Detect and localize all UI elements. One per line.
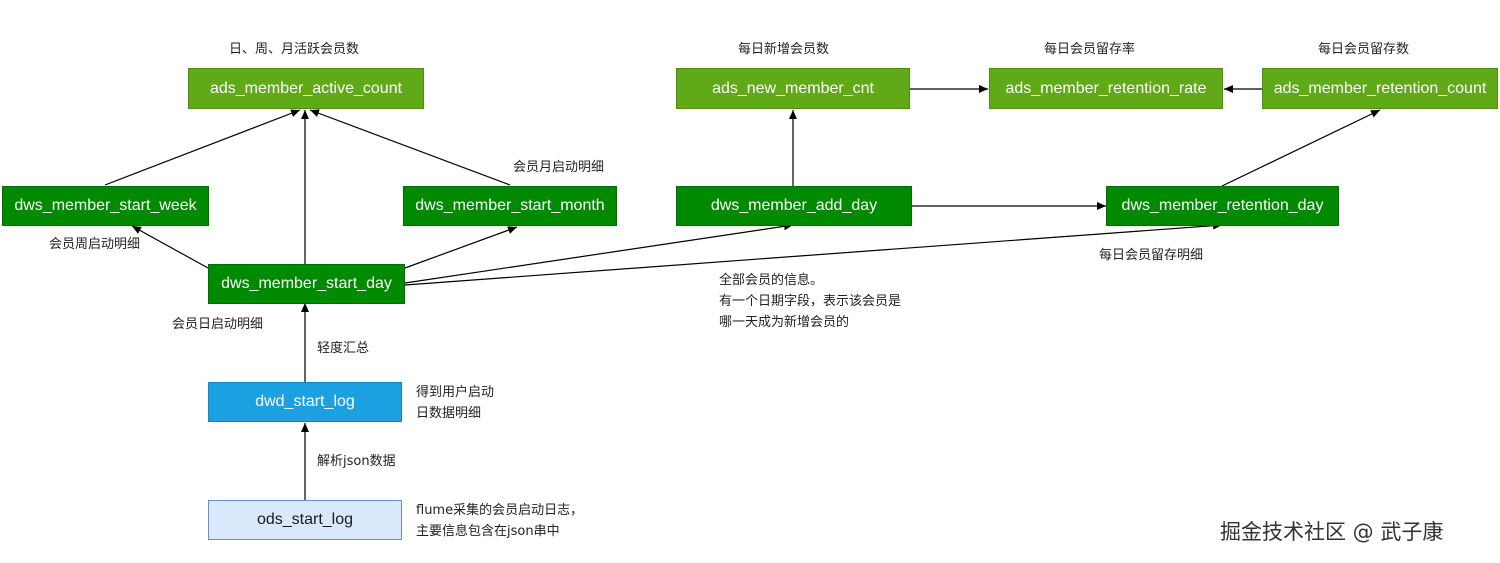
label-dwd-desc-line-1: 得到用户启动: [416, 385, 495, 400]
label-add-day-desc-line-3: 哪一天成为新增会员的: [719, 315, 850, 330]
edge-retention-day-to-retention-count: [1221, 109, 1381, 187]
edge-start-day-to-retention-day: [404, 221, 1223, 286]
node-dws-member-retention-day: dws_member_retention_day: [1106, 186, 1339, 226]
label-retention-rate-title: 每日会员留存率: [1044, 42, 1136, 57]
label-ods-desc-line-2: 主要信息包含在json串中: [416, 524, 560, 539]
edge-start-day-to-week: [131, 225, 209, 269]
edge-week-to-active-count: [104, 109, 301, 186]
node-ods-start-log: ods_start_log: [208, 500, 402, 540]
node-dws-member-start-day: dws_member_start_day: [208, 264, 405, 304]
node-dws-member-add-day: dws_member_add_day: [676, 186, 912, 226]
label-light-aggregation: 轻度汇总: [317, 341, 370, 356]
edge-start-day-to-month: [404, 226, 518, 269]
watermark: 掘金技术社区 @ 武子康: [1220, 520, 1444, 544]
node-ads-member-active-count: ads_member_active_count: [188, 68, 424, 109]
node-ads-new-member-cnt: ads_new_member_cnt: [676, 68, 910, 109]
label-month-desc: 会员月启动明细: [513, 160, 605, 175]
label-new-member-title: 每日新增会员数: [738, 42, 830, 57]
label-active-count-title: 日、周、月活跃会员数: [229, 42, 360, 57]
label-week-desc: 会员周启动明细: [49, 237, 141, 252]
node-dws-member-start-month: dws_member_start_month: [403, 186, 617, 226]
node-ads-member-retention-count: ads_member_retention_count: [1262, 68, 1498, 109]
edge-start-day-to-add-day: [404, 222, 794, 284]
node-ads-member-retention-rate: ads_member_retention_rate: [989, 68, 1223, 109]
label-parse-json: 解析json数据: [317, 454, 396, 469]
label-ods-desc: flume采集的会员启动日志， 主要信息包含在json串中: [416, 500, 583, 542]
label-dwd-desc: 得到用户启动 日数据明细: [416, 382, 494, 424]
label-day-desc: 会员日启动明细: [172, 317, 264, 332]
label-add-day-desc: 全部会员的信息。 有一个日期字段，表示该会员是 哪一天成为新增会员的: [719, 270, 901, 333]
label-add-day-desc-line-1: 全部会员的信息。: [719, 273, 824, 288]
node-dws-member-start-week: dws_member_start_week: [2, 186, 209, 226]
label-retention-day-desc: 每日会员留存明细: [1099, 248, 1204, 263]
label-dwd-desc-line-2: 日数据明细: [416, 406, 482, 421]
label-add-day-desc-line-2: 有一个日期字段，表示该会员是: [719, 294, 902, 309]
node-dwd-start-log: dwd_start_log: [208, 382, 402, 422]
edge-month-to-active-count: [309, 109, 511, 186]
label-ods-desc-line-1: flume采集的会员启动日志，: [416, 503, 584, 518]
label-retention-count-title: 每日会员留存数: [1318, 42, 1410, 57]
